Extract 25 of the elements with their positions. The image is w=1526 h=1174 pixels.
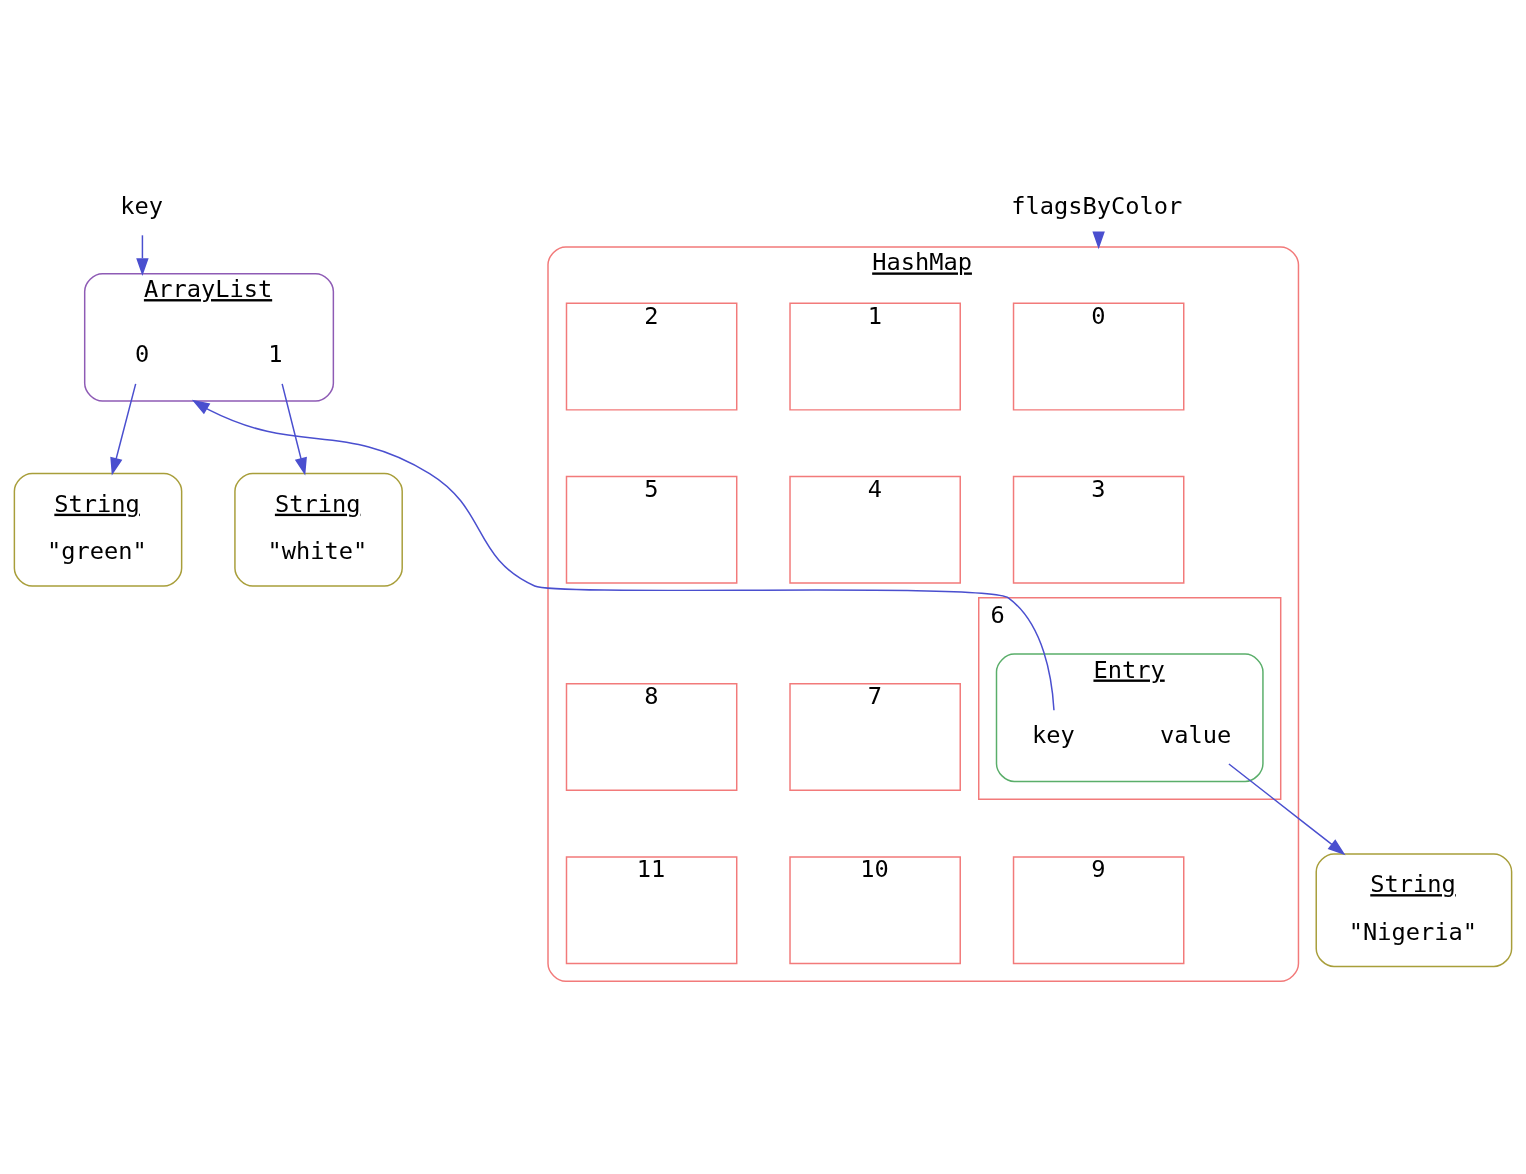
node-box: 1 [789,302,961,411]
node-text: 1 [268,339,283,368]
arrow [281,382,307,475]
arrow [1228,762,1346,855]
arrow [191,399,1055,711]
node-box: 0 [1012,302,1185,411]
node-text: key [1032,720,1075,749]
node-box: 11 [565,855,738,964]
node-box: String "white" [234,472,403,587]
node-box: 2 [565,302,738,411]
node-text: flagsByColor [1011,191,1183,220]
node-box: 9 [1012,855,1185,964]
node-text: value [1160,720,1232,749]
node-box: 3 [1012,475,1185,584]
arrow [110,382,137,475]
node-box: 10 [789,855,961,964]
node-text: 0 [135,339,150,368]
node-box: 4 [789,475,961,584]
node-box: 7 [789,682,961,791]
node-box: String "Nigeria" [1315,852,1513,967]
node-box: 8 [565,682,738,791]
arrow [136,234,149,276]
node-box: 5 [565,475,738,584]
node-box: String "green" [13,472,183,587]
node-text: key [120,191,163,220]
